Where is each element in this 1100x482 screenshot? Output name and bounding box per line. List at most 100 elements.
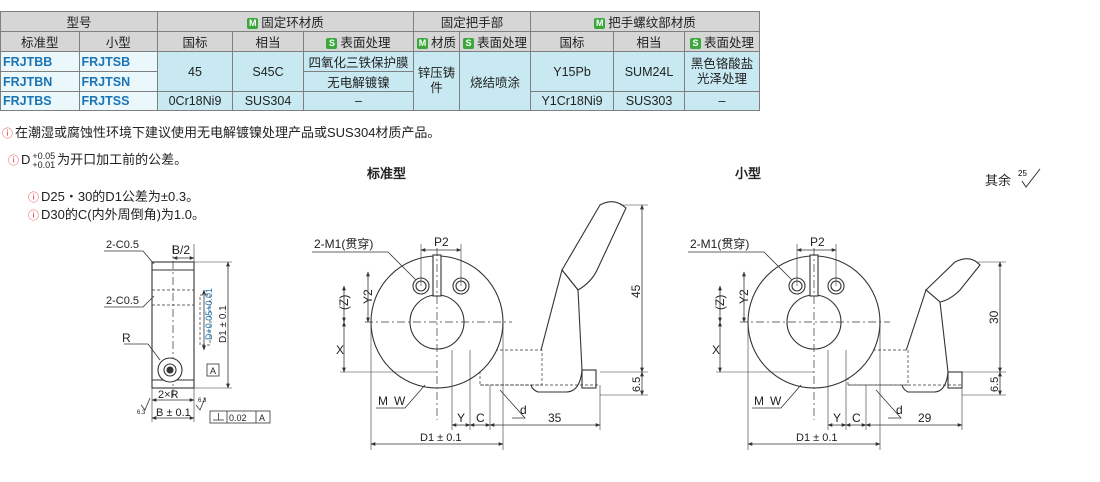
side-r-label: R [122, 331, 131, 345]
col-thread-gb: 国标 [530, 31, 615, 52]
cell-thread-eq: SUS303 [613, 91, 686, 111]
s-badge-icon: S [463, 38, 475, 49]
std-w-label: W [394, 394, 406, 408]
side-datum-a: A [210, 366, 216, 376]
std-holes-label: 2-M1(贯穿) [314, 236, 373, 251]
model-cell: FRJTSB [78, 51, 158, 72]
small-p2-label: P2 [810, 235, 825, 249]
m-badge-icon: M [247, 18, 259, 29]
side-chamfer-label-1: 2-C0.5 [106, 239, 139, 251]
warning-icon: ⓘ [28, 192, 39, 204]
cell-ring-gb: 0Cr18Ni9 [157, 91, 233, 111]
s-badge-icon: S [690, 38, 702, 49]
std-x-label: X [336, 343, 344, 357]
col-standard: 标准型 [0, 31, 80, 52]
small-y2-label: Y2 [737, 289, 751, 304]
warning-icon: ⓘ [8, 155, 19, 167]
std-length-label: 35 [548, 411, 562, 425]
col-ring-gb: 国标 [157, 31, 233, 52]
std-d-label: d [520, 403, 527, 417]
side-2r-label: 2×R [158, 389, 179, 401]
title-small: 小型 [735, 166, 762, 181]
std-height2-label: 6.5 [631, 377, 643, 392]
small-height-label: 30 [987, 310, 1001, 324]
cell-ring-surface: – [303, 91, 414, 111]
cell-thread-surface: 黑色铬酸盐光泽处理 [684, 51, 761, 92]
small-w-label: W [770, 394, 782, 408]
svg-text:25: 25 [1018, 169, 1027, 178]
small-height2-label: 6.5 [989, 377, 1001, 392]
std-y-label: Y [457, 411, 465, 425]
cell-ring-surface: 四氧化三铁保护膜 [303, 51, 414, 72]
cell-thread-surface: – [684, 91, 761, 111]
header-model: 型号 [0, 11, 158, 32]
small-m-label: M [754, 394, 764, 408]
small-y-label: Y [833, 411, 841, 425]
header-handle: 固定把手部 [412, 11, 532, 32]
model-cell: FRJTSN [78, 71, 158, 92]
cell-ring-eq: SUS304 [232, 91, 304, 111]
side-view-drawing [104, 244, 271, 424]
col-ring-eq: 相当 [232, 31, 304, 52]
cell-handle-material: 锌压铸件 [412, 51, 461, 111]
warning-icon: ⓘ [2, 128, 13, 140]
standard-type-drawing [312, 201, 648, 450]
side-chamfer-label-2: 2-C0.5 [106, 295, 139, 307]
roughness-symbol-icon: 25 [1018, 168, 1041, 188]
side-d-label: D+0.05+0.01 [204, 288, 214, 340]
small-d-label: d [896, 403, 903, 417]
tolerance-stack: +0.05+0.01 [32, 150, 56, 170]
col-thread-eq: 相当 [613, 31, 686, 52]
cell-ring-surface: 无电解镀镍 [303, 71, 414, 92]
std-m-label: M [378, 394, 388, 408]
side-d1-label: D1 ± 0.1 [218, 305, 229, 343]
small-type-drawing [688, 244, 1006, 450]
std-p2-label: P2 [434, 235, 449, 249]
title-standard: 标准型 [367, 166, 407, 181]
small-holes-label: 2-M1(贯穿) [690, 236, 749, 251]
side-flatness-value: 0.02 [229, 413, 247, 423]
side-b2-label: B/2 [172, 243, 190, 257]
m-badge-icon: M [594, 18, 606, 29]
small-z-label: (Z) [713, 295, 727, 310]
cell-ring-gb: 45 [157, 51, 233, 92]
small-c-label: C [852, 411, 861, 425]
side-rough-1: 6.3 [137, 410, 146, 416]
s-badge-icon: S [326, 38, 338, 49]
col-small: 小型 [78, 31, 158, 52]
small-d1-label: D1 ± 0.1 [796, 432, 838, 444]
std-d1-label: D1 ± 0.1 [420, 432, 462, 444]
std-c-label: C [476, 411, 485, 425]
m-badge-icon: M [417, 38, 428, 49]
cell-thread-eq: SUM24L [613, 51, 686, 92]
model-cell: FRJTBN [0, 71, 80, 92]
small-length-label: 29 [918, 411, 932, 425]
cell-thread-gb: Y1Cr18Ni9 [530, 91, 615, 111]
std-height-label: 45 [629, 284, 643, 298]
std-y2-label: Y2 [361, 289, 375, 304]
side-flatness-ref: A [259, 413, 265, 423]
warning-icon: ⓘ [28, 210, 39, 222]
side-rough-2: 6.3 [198, 398, 207, 404]
surface-roughness-rest: 其余 25 [985, 167, 1047, 189]
model-cell: FRJTBS [0, 91, 80, 111]
cell-ring-eq: S45C [232, 51, 304, 92]
cell-handle-surface: 烧结喷涂 [459, 51, 532, 111]
std-z-label: (Z) [337, 295, 351, 310]
side-b-label: B ± 0.1 [156, 407, 191, 419]
model-cell: FRJTSS [78, 91, 158, 111]
cell-thread-gb: Y15Pb [530, 51, 615, 92]
small-x-label: X [712, 343, 720, 357]
